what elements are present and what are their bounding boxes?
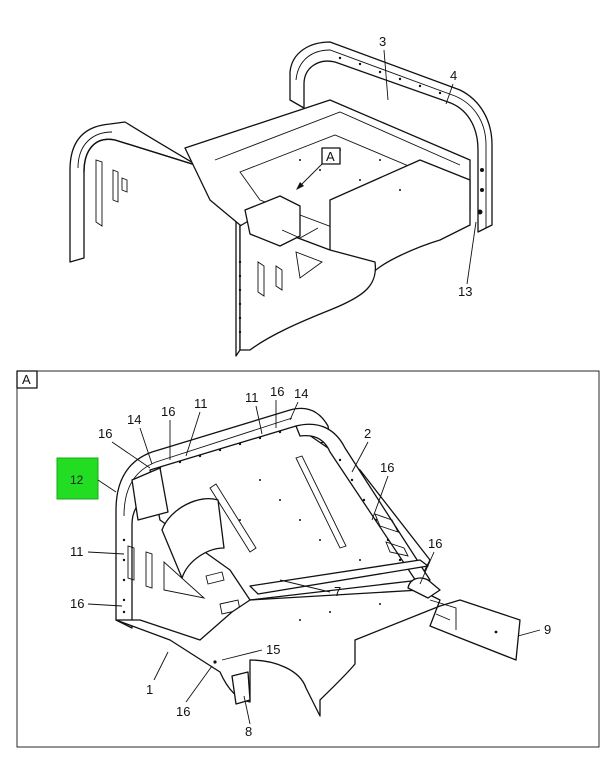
highlighted-callout-12: 12 — [70, 473, 84, 487]
detail-assembly-drawing: 12 16 14 16 11 11 16 14 2 16 16 11 16 7 … — [56, 384, 551, 739]
callout-16-c: 16 — [270, 384, 284, 399]
callout-9: 9 — [544, 622, 551, 637]
callout-11-a: 11 — [194, 396, 208, 411]
callout-14-b: 14 — [294, 386, 308, 401]
callout-16-g: 16 — [176, 704, 190, 719]
callout-3: 3 — [379, 34, 386, 49]
callout-11-b: 11 — [245, 390, 259, 405]
callout-16-a: 16 — [98, 426, 112, 441]
upper-assembly-drawing: A 3 4 13 — [69, 34, 493, 357]
view-a-marker: A — [326, 149, 335, 164]
highlighted-callout-box[interactable] — [56, 457, 99, 500]
callout-8: 8 — [245, 724, 252, 739]
callout-7: 7 — [334, 584, 341, 599]
callout-1: 1 — [146, 682, 153, 697]
detail-view-label-box — [16, 370, 38, 389]
callout-11-c: 11 — [70, 544, 84, 559]
callout-15: 15 — [266, 642, 280, 657]
detail-view-label: A — [22, 372, 31, 387]
callout-2: 2 — [364, 426, 371, 441]
callout-16-f: 16 — [70, 596, 84, 611]
callout-16-b: 16 — [161, 404, 175, 419]
callout-16-e: 16 — [428, 536, 442, 551]
view-a-marker-box — [321, 147, 341, 165]
callout-4: 4 — [450, 68, 457, 83]
detail-view-frame — [16, 370, 600, 748]
callout-13: 13 — [458, 284, 472, 299]
callout-14-a: 14 — [127, 412, 141, 427]
callout-16-d: 16 — [380, 460, 394, 475]
